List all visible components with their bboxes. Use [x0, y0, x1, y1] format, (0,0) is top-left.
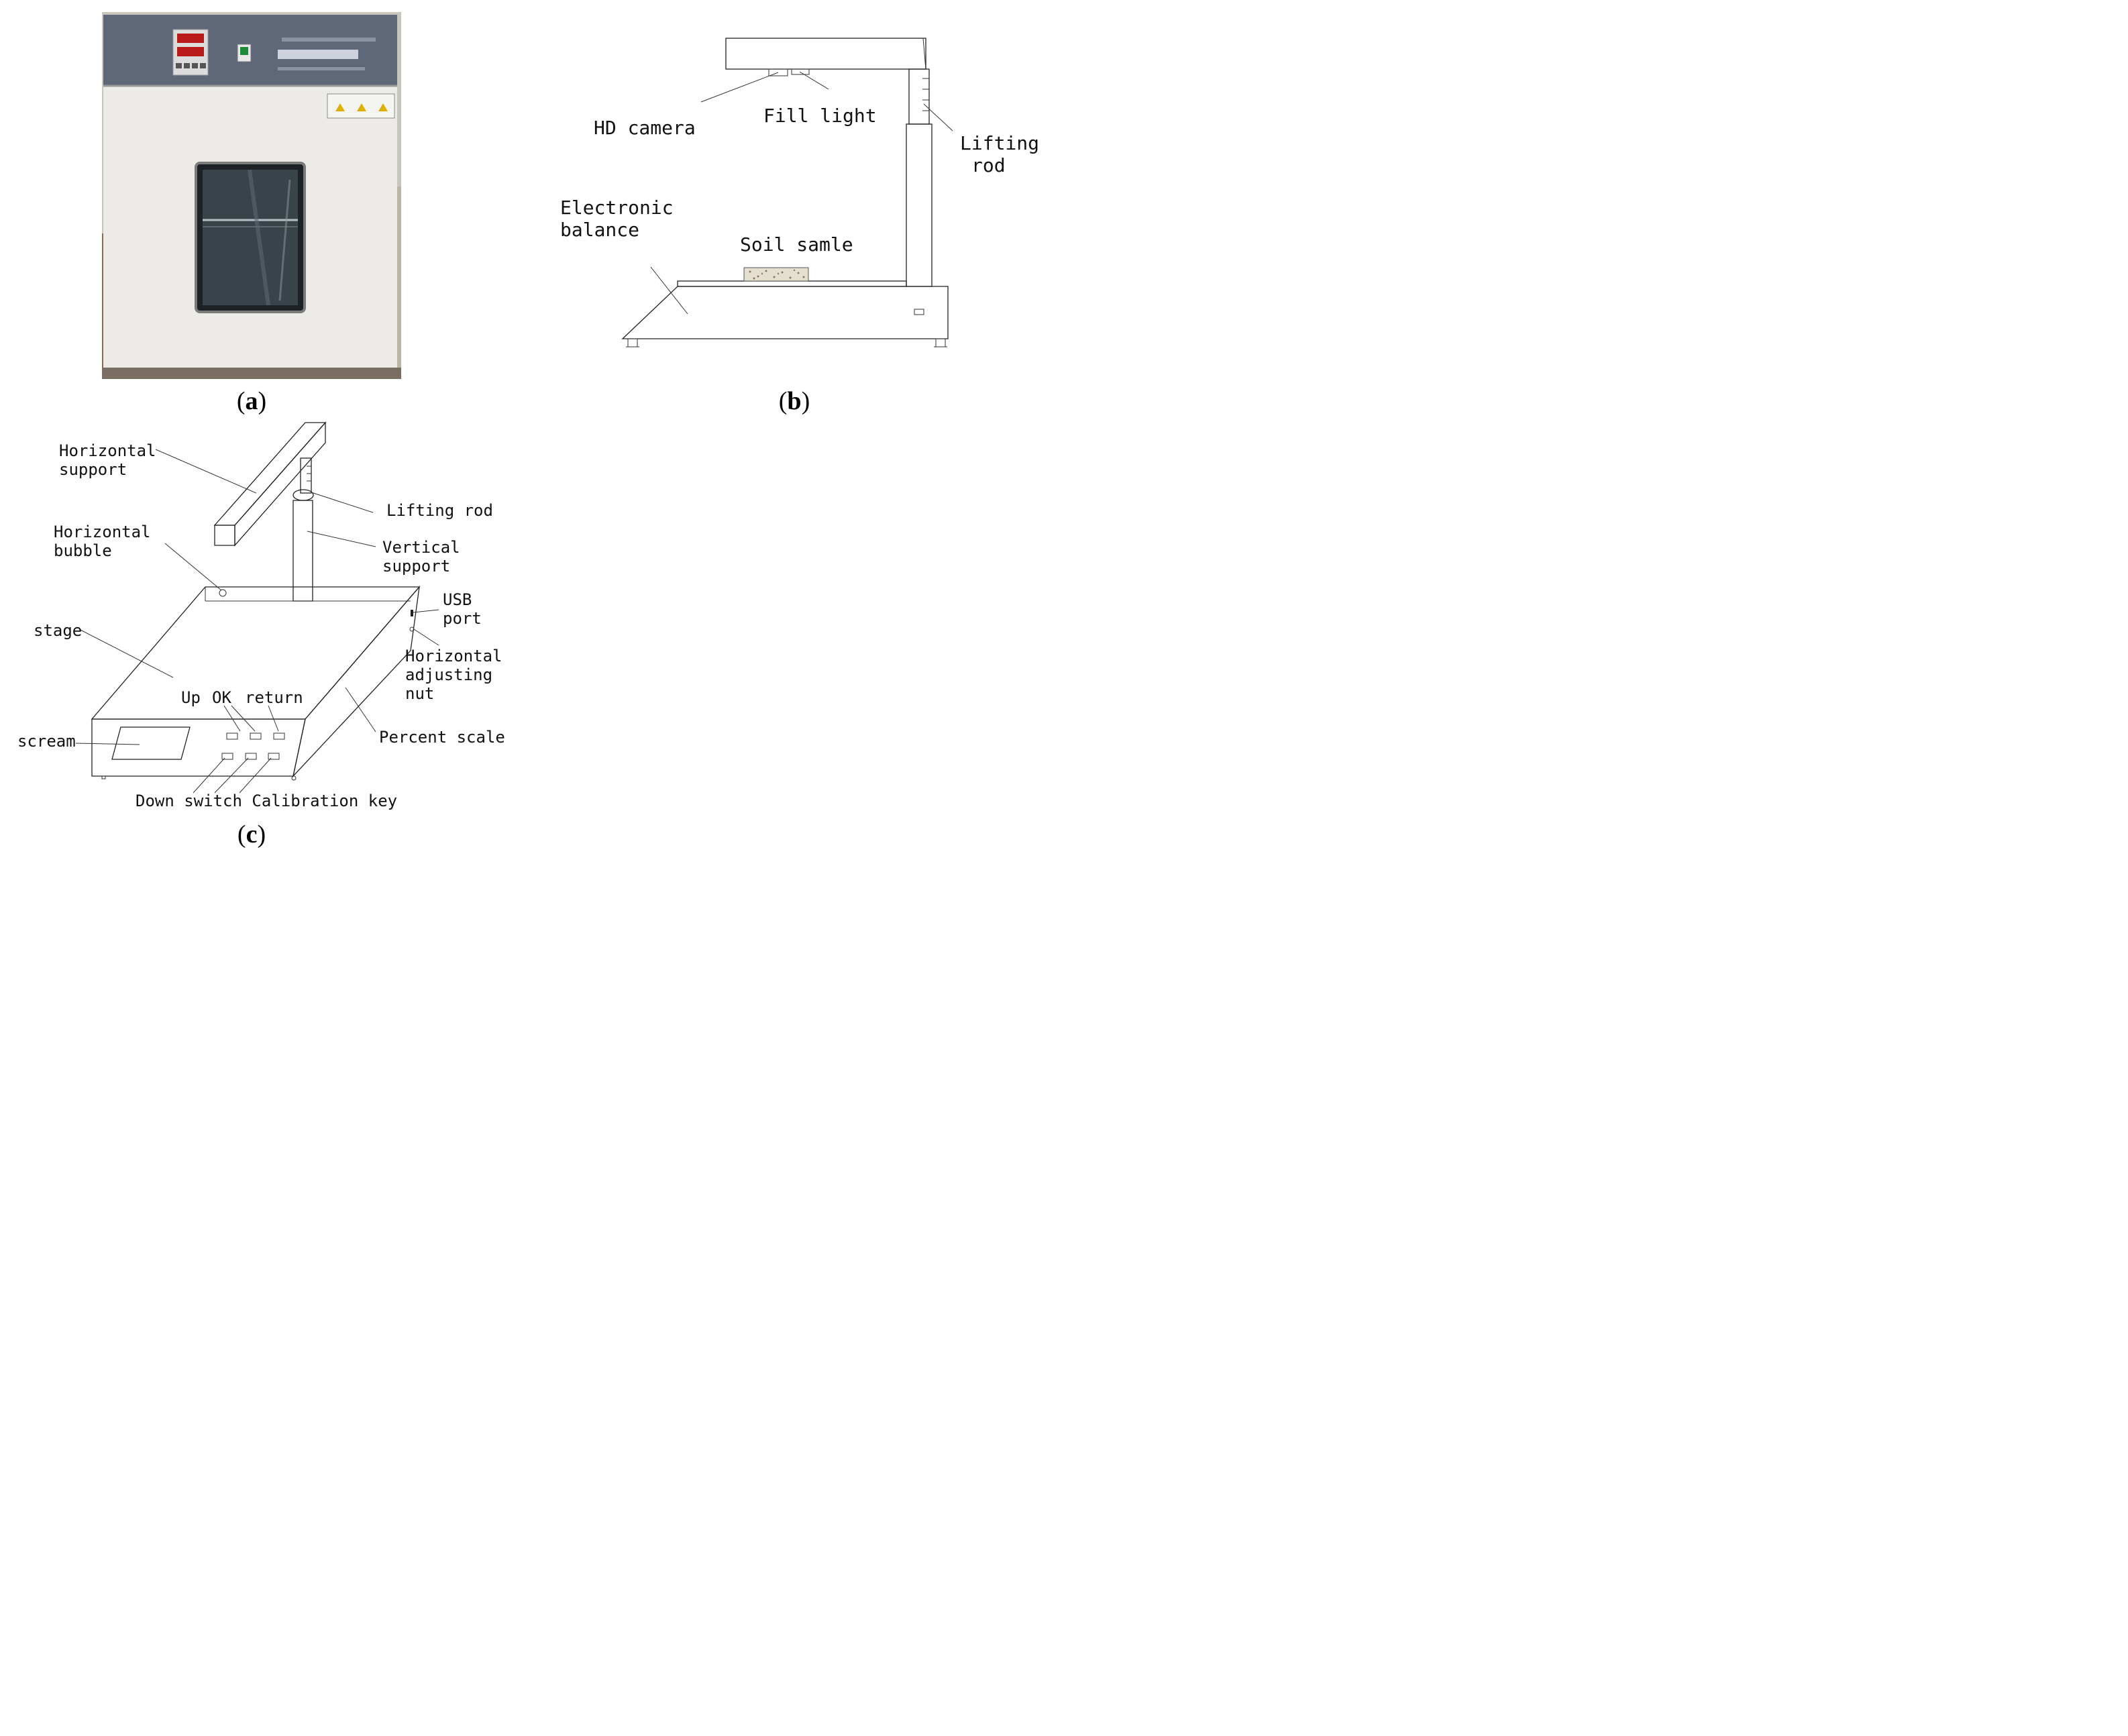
- base-indicator: [914, 309, 924, 315]
- lifting-rod: [300, 457, 312, 494]
- leader-down: [193, 757, 225, 794]
- label-adjusting-nut-line3: nut: [405, 684, 434, 703]
- leader-stage: [78, 629, 174, 678]
- horizontal-support-side: [234, 421, 326, 547]
- label-scream: scream: [17, 732, 76, 751]
- leader-hd-camera: [700, 72, 779, 103]
- foot-left: [627, 338, 638, 347]
- label-fill-light: Fill light: [763, 105, 877, 127]
- foot-right: [935, 338, 946, 347]
- panel-a-photo: [102, 12, 401, 379]
- fill-light-block: [791, 68, 810, 75]
- label-lifting-rod: Lifting rod: [386, 501, 493, 520]
- leader-vertical-support: [307, 531, 376, 547]
- label-horizontal-bubble-line1: Horizontal: [54, 523, 151, 541]
- label-horizontal-bubble-line2: bubble: [54, 541, 112, 560]
- key-return: [273, 733, 285, 740]
- label-ok: OK: [212, 688, 231, 707]
- stage-side: [292, 585, 420, 778]
- label-bottom-keys: Down switch Calibration key: [136, 792, 397, 810]
- label-electronic-balance-line2: balance: [560, 219, 639, 241]
- key-up: [226, 733, 238, 740]
- label-adjusting-nut-line2: adjusting: [405, 665, 492, 684]
- label-percent-scale: Percent scale: [379, 728, 505, 747]
- key-calibration: [268, 753, 280, 760]
- label-hd-camera: HD camera: [594, 117, 696, 139]
- rod-collar: [292, 489, 314, 501]
- vertical-support: [906, 123, 933, 287]
- horizontal-support-end: [214, 525, 235, 546]
- top-support-box: [725, 38, 926, 70]
- stage-front: [91, 718, 306, 777]
- label-lifting-rod-line1: Lifting: [960, 132, 1039, 154]
- lifting-rod-upper: [908, 68, 930, 125]
- label-electronic-balance-line1: Electronic: [560, 197, 674, 219]
- leader-electronic-balance: [650, 266, 688, 315]
- label-up: Up: [181, 688, 201, 707]
- usb-port: [411, 610, 413, 616]
- vertical-support: [292, 500, 313, 602]
- label-horizontal-support-line2: support: [59, 460, 127, 479]
- caption-c: (c): [237, 820, 266, 849]
- label-horizontal-support-line1: Horizontal: [59, 441, 156, 460]
- leader-horizontal-support: [155, 449, 257, 494]
- key-down: [221, 753, 233, 760]
- panel-c-diagram: Horizontal support Lifting rod Horizonta…: [0, 416, 523, 818]
- screen: [111, 726, 191, 760]
- leader-scream: [75, 743, 140, 745]
- soil-sample-block: [743, 267, 809, 282]
- leader-return: [268, 705, 279, 732]
- leader-ok: [231, 705, 256, 732]
- label-usb-port-line1: USB: [443, 590, 472, 609]
- leader-percent-scale: [345, 687, 376, 733]
- key-ok: [250, 733, 262, 740]
- balance-plate: [677, 280, 907, 287]
- hd-camera-block: [768, 68, 788, 76]
- balance-base: [621, 286, 949, 339]
- label-lifting-rod-line2: rod: [971, 154, 1006, 176]
- caption-a: (a): [236, 387, 267, 415]
- label-vertical-support-line1: Vertical: [382, 538, 460, 557]
- leader-switch: [214, 757, 249, 794]
- leader-horizontal-bubble: [164, 543, 222, 591]
- label-vertical-support-line2: support: [382, 557, 450, 576]
- label-stage: stage: [34, 621, 82, 640]
- leader-usb-port: [413, 609, 439, 613]
- caption-b: (b): [778, 387, 810, 415]
- horizontal-bubble: [219, 589, 227, 597]
- leader-lifting-rod: [923, 103, 953, 131]
- isometric-drawing: Horizontal support Lifting rod Horizonta…: [17, 421, 505, 810]
- label-adjusting-nut-line1: Horizontal: [405, 647, 502, 665]
- leader-adjusting-nut: [413, 629, 439, 646]
- side-view-drawing: HD camera Fill light Lifting rod Electro…: [560, 38, 1039, 347]
- leader-lifting-rod: [311, 492, 374, 513]
- label-usb-port-line2: port: [443, 609, 482, 628]
- incubator-photo: [102, 12, 401, 379]
- leader-up: [223, 705, 241, 732]
- panel-b-diagram: HD camera Fill light Lifting rod Electro…: [550, 30, 1047, 366]
- leader-fill-light: [799, 71, 829, 90]
- key-switch: [245, 753, 257, 760]
- leader-calibration: [239, 757, 272, 794]
- label-return: return: [245, 688, 303, 707]
- label-soil-sample: Soil samle: [740, 233, 853, 256]
